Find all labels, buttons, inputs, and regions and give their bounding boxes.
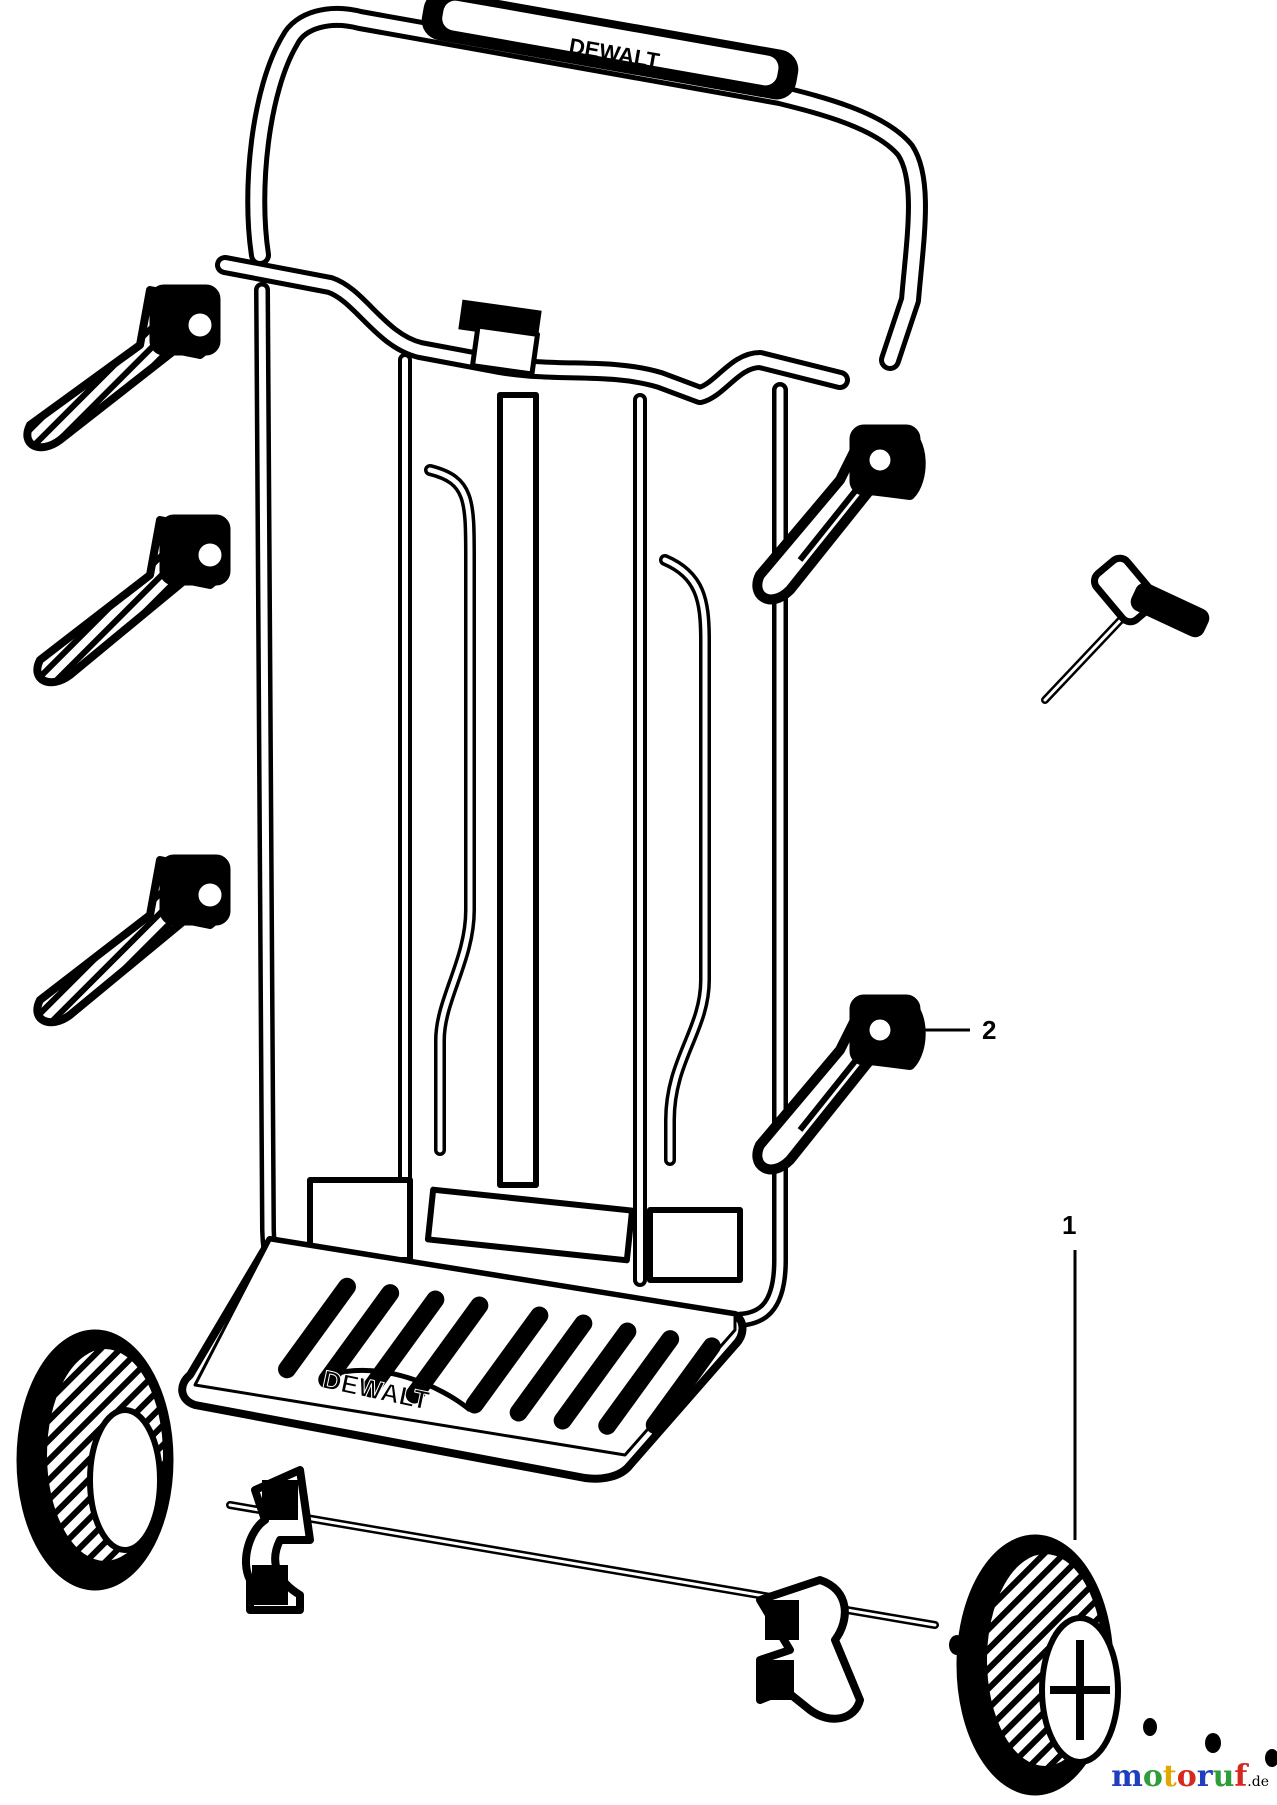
watermark-text: motoruf (1111, 1759, 1247, 1794)
watermark-letter: f (1234, 1759, 1248, 1794)
left-bracket-middle (33, 514, 231, 687)
right-bracket-lower (752, 994, 926, 1175)
left-bracket-top (23, 284, 221, 452)
callout-1-label: 1 (1062, 1210, 1077, 1240)
foot-plate: DEWALT (178, 1236, 747, 1483)
watermark-letter: t (1162, 1759, 1177, 1794)
left-bracket-bottom (33, 854, 231, 1027)
cart-frame: DEWALT (215, 0, 928, 1328)
callout-2-label: 2 (982, 1015, 997, 1045)
watermark-letter: r (1196, 1759, 1213, 1794)
watermark: motoruf.de (1111, 1759, 1269, 1794)
left-wheel (16, 1329, 174, 1591)
right-wheel (956, 1534, 1121, 1796)
right-bracket-upper (752, 424, 926, 605)
watermark-letter: o (1176, 1759, 1197, 1794)
t-handle-key (1041, 554, 1210, 704)
axle-assembly (226, 1466, 939, 1723)
watermark-letter: u (1212, 1759, 1235, 1794)
watermark-letter: o (1142, 1759, 1163, 1794)
watermark-suffix: .de (1247, 1774, 1269, 1790)
hardware-nuts (949, 1635, 1277, 1767)
watermark-letter: m (1111, 1759, 1143, 1794)
